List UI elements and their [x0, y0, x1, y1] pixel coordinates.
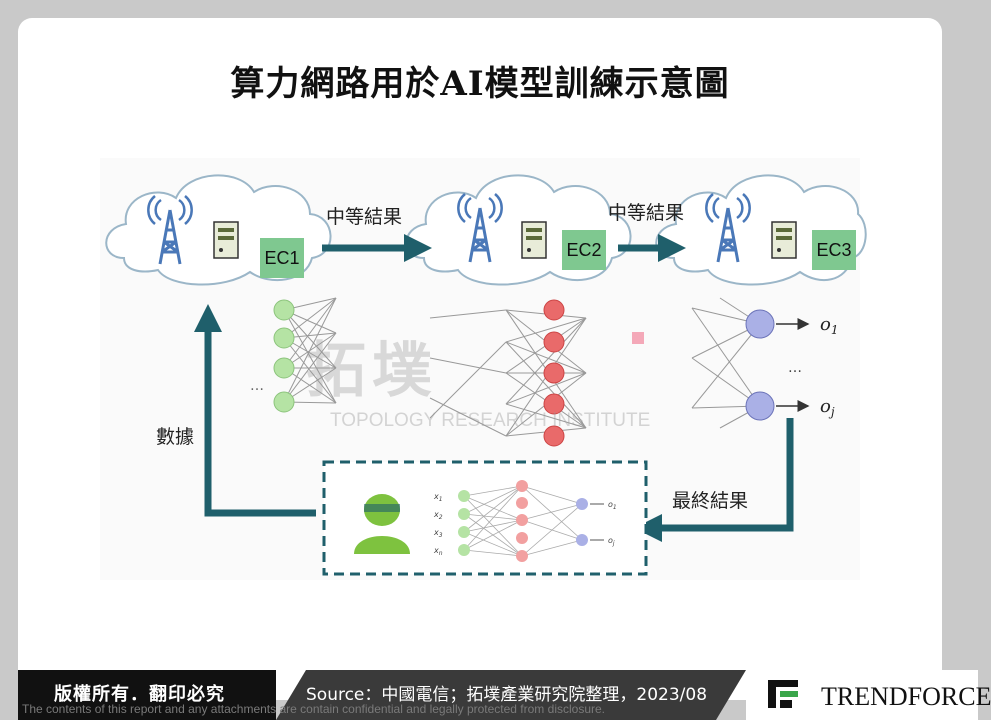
mini-node-red: [516, 514, 528, 526]
node-green: [273, 391, 295, 413]
mini-node-green: [458, 508, 470, 520]
label-intermediate-2: 中等結果: [608, 202, 685, 224]
ec2-box: EC2: [562, 230, 606, 270]
mini-input-x3: x3: [433, 528, 443, 539]
watermark-en: TOPOLOGY RESEARCH INSTITUTE: [330, 410, 651, 431]
mini-node-red: [516, 480, 528, 492]
node-red: [543, 331, 565, 353]
server-icon: [521, 221, 547, 259]
user-icon: [354, 494, 410, 554]
node-red: [543, 362, 565, 384]
mini-node-red: [516, 497, 528, 509]
label-final: 最終結果: [672, 490, 749, 512]
footer-source: Source：中國電信；拓墣產業研究院整理，2023/08: [276, 670, 746, 720]
ellipsis: …: [250, 378, 264, 394]
ec3-box: EC3: [812, 230, 856, 270]
mini-input-xn: xn: [433, 546, 443, 557]
node-green: [273, 299, 295, 321]
mini-output-oj: oj: [608, 536, 615, 547]
slide: 算力網路用於AI模型訓練示意圖: [18, 18, 991, 720]
server-icon: [213, 221, 239, 259]
mini-node-red: [516, 550, 528, 562]
mini-node-green: [458, 526, 470, 538]
pink-marker: [632, 332, 644, 344]
mini-node-red: [516, 532, 528, 544]
watermark-cn: 拓墣: [306, 336, 438, 406]
node-red: [543, 425, 565, 447]
node-blue: [745, 391, 775, 421]
mini-input-x1: x1: [433, 492, 443, 503]
node-red: [543, 393, 565, 415]
brand-name: TRENDFORCE: [821, 682, 991, 711]
label-intermediate-1: 中等結果: [326, 206, 403, 228]
footer-rights: 版權所有．翻印必究: [18, 670, 276, 720]
node-green: [273, 327, 295, 349]
arrow-final: [634, 418, 794, 542]
mini-network-edges: [463, 485, 583, 557]
server-icon: [771, 221, 797, 259]
mini-input-x2: x2: [433, 510, 443, 521]
node-blue: [745, 309, 775, 339]
node-red: [543, 299, 565, 321]
diagram-canvas: …: [105, 174, 867, 576]
output-ellipsis: …: [788, 360, 802, 376]
mini-node-blue: [576, 534, 588, 546]
trendforce-logo-icon: [768, 680, 798, 708]
output-oj: oj: [820, 396, 835, 419]
node-green: [273, 357, 295, 379]
label-data: 數據: [156, 426, 195, 448]
disclaimer: The contents of this report and any atta…: [22, 702, 605, 716]
page-title: 算力網路用於AI模型訓練示意圖: [230, 64, 730, 104]
mini-node-blue: [576, 498, 588, 510]
mini-output-o1: o1: [608, 500, 617, 511]
arrow-data: [194, 304, 316, 517]
mini-node-green: [458, 490, 470, 502]
ec1-box: EC1: [260, 238, 304, 278]
mini-node-green: [458, 544, 470, 556]
diagram: …: [100, 158, 867, 580]
output-o1: o1: [820, 314, 838, 337]
